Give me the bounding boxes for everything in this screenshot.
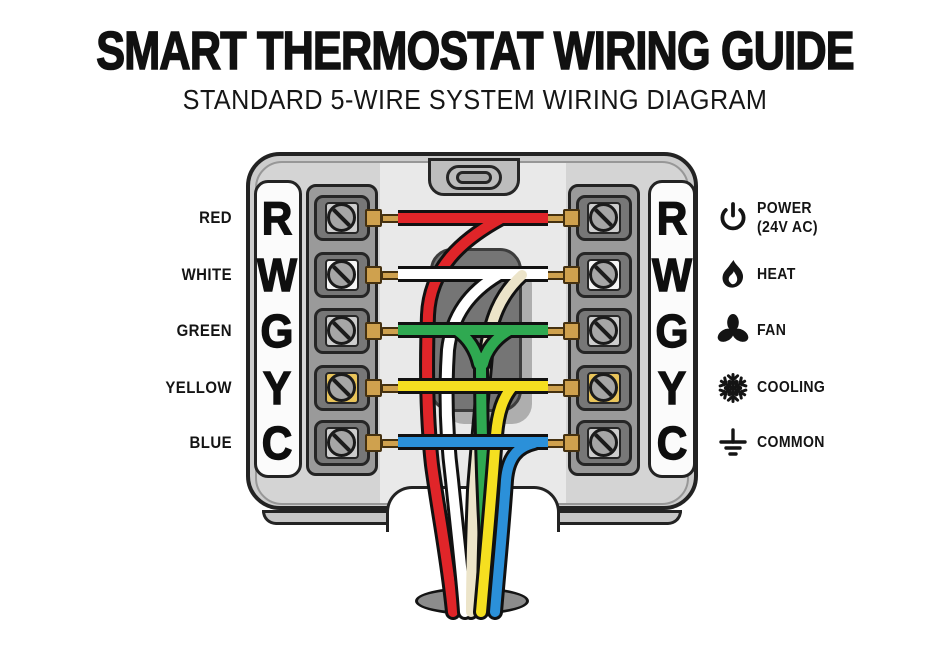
brass-rod [545,438,565,448]
right-terminal-letter-strip [648,180,696,478]
mounting-slot-hole [456,171,492,184]
brass-connector [365,266,382,284]
screw-icon [589,203,618,232]
terminal-letter-right-W: W [651,249,692,301]
brass-rod [545,270,565,280]
terminal-block-right-Y [576,365,632,411]
terminal-letter-left-W: W [256,249,297,301]
wire-label-yellow: YELLOW [165,378,232,397]
center-window [430,248,522,412]
screw-icon [589,428,618,457]
brass-connector [365,322,382,340]
terminal-letter-left-C: C [261,417,293,469]
screw-icon [327,428,356,457]
brass-rod [381,383,401,393]
brass-rod [381,438,401,448]
brass-connector [365,379,382,397]
terminal-letter-right-R: R [656,192,688,244]
brass-connector [365,209,382,227]
terminal-letter-left-G: G [260,305,294,357]
screw-icon [327,373,356,402]
wire-label-green: GREEN [176,321,232,340]
terminal-block-right-G [576,308,632,354]
snowflake-icon [718,373,748,403]
brass-connector [563,379,580,397]
brass-rod [381,326,401,336]
screw-icon [327,203,356,232]
terminal-block-right-R [576,195,632,241]
wire-label-white: WHITE [181,265,232,284]
legend-power: POWER(24V AC) [757,200,818,236]
wire-label-blue: BLUE [189,433,232,452]
heat-flame-icon [722,260,744,288]
wire-label-red: RED [199,208,232,227]
screw-icon [589,373,618,402]
terminal-letter-right-Y: Y [657,362,687,414]
terminal-letter-right-C: C [656,417,688,469]
brass-rod [381,213,401,223]
legend-common: COMMON [757,434,825,451]
terminal-block-left-W [314,252,370,298]
legend-fan: FAN [757,322,787,339]
terminal-letter-right-G: G [655,305,689,357]
terminal-block-left-Y [314,365,370,411]
left-terminal-letter-strip [254,180,302,478]
wall-hole [415,587,529,615]
ground-icon [719,428,747,456]
fan-icon [717,314,749,342]
brass-connector [563,266,580,284]
terminal-block-right-C [576,420,632,466]
terminal-block-left-R [314,195,370,241]
brass-connector [563,434,580,452]
terminal-letter-left-R: R [261,192,293,244]
terminal-block-left-G [314,308,370,354]
brass-connector [365,434,382,452]
terminal-block-right-W [576,252,632,298]
page-title: SMART THERMOSTAT WIRING GUIDE [96,20,856,82]
page-subtitle: STANDARD 5-WIRE SYSTEM WIRING DIAGRAM [182,84,768,115]
screw-icon [589,260,618,289]
brass-rod [545,383,565,393]
terminal-letter-left-Y: Y [262,362,292,414]
brass-rod [545,213,565,223]
legend-cooling: COOLING [757,379,826,396]
terminal-block-left-C [314,420,370,466]
brass-rod [381,270,401,280]
power-icon [720,202,746,231]
screw-icon [327,316,356,345]
wire-exit-notch [386,486,560,532]
brass-connector [563,209,580,227]
legend-heat: HEAT [757,266,796,283]
brass-rod [545,326,565,336]
screw-icon [327,260,356,289]
brass-connector [563,322,580,340]
screw-icon [589,316,618,345]
